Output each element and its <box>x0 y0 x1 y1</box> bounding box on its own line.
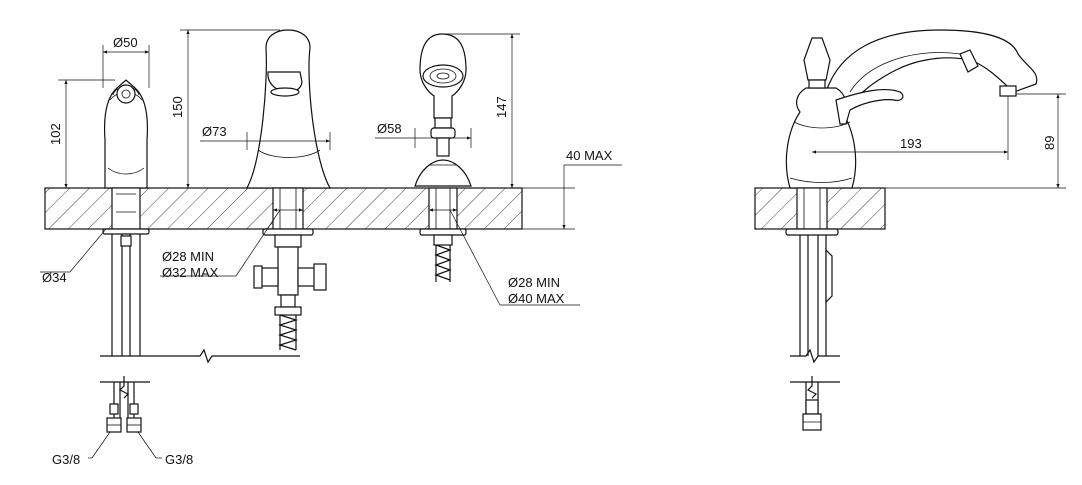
handle-height-label: 102 <box>48 123 63 145</box>
spout-hole-max-label: Ø32 MAX <box>162 265 219 280</box>
front-view: Ø50 102 Ø34 G3/8 <box>40 29 622 467</box>
hand-shower <box>414 33 472 282</box>
spout-height-label: 150 <box>170 96 185 118</box>
shower-hole-min-label: Ø28 MIN <box>508 275 560 290</box>
spout-diameter-label: Ø73 <box>202 124 227 139</box>
spout-outlet-height-label: 89 <box>1042 136 1057 150</box>
side-view: 193 89 <box>754 29 1066 431</box>
deck-thickness-dimension: 40 MAX <box>522 148 622 230</box>
shower-height-label: 147 <box>494 96 509 118</box>
spout-reach-label: 193 <box>900 136 922 151</box>
handle-base-diameter-label: Ø34 <box>42 270 67 285</box>
shower-dimensions: 147 Ø58 Ø28 MIN Ø40 MAX <box>375 33 580 306</box>
handle-valve <box>100 79 300 364</box>
spout-hole-min-label: Ø28 MIN <box>162 249 214 264</box>
shower-hole-max-label: Ø40 MAX <box>508 291 565 306</box>
spout-dimensions: 150 Ø73 Ø28 MIN Ø32 MAX <box>160 29 331 280</box>
spout <box>245 29 332 351</box>
shower-diameter-label: Ø58 <box>377 121 402 136</box>
handle-diameter-label: Ø50 <box>113 35 138 50</box>
handle-dimensions: Ø50 102 Ø34 <box>40 35 150 285</box>
connection-left-label: G3/8 <box>52 452 80 467</box>
connection-right-label: G3/8 <box>165 452 193 467</box>
connector-detail: G3/8 G3/8 <box>52 376 193 467</box>
deck-thickness-label: 40 MAX <box>566 148 613 163</box>
